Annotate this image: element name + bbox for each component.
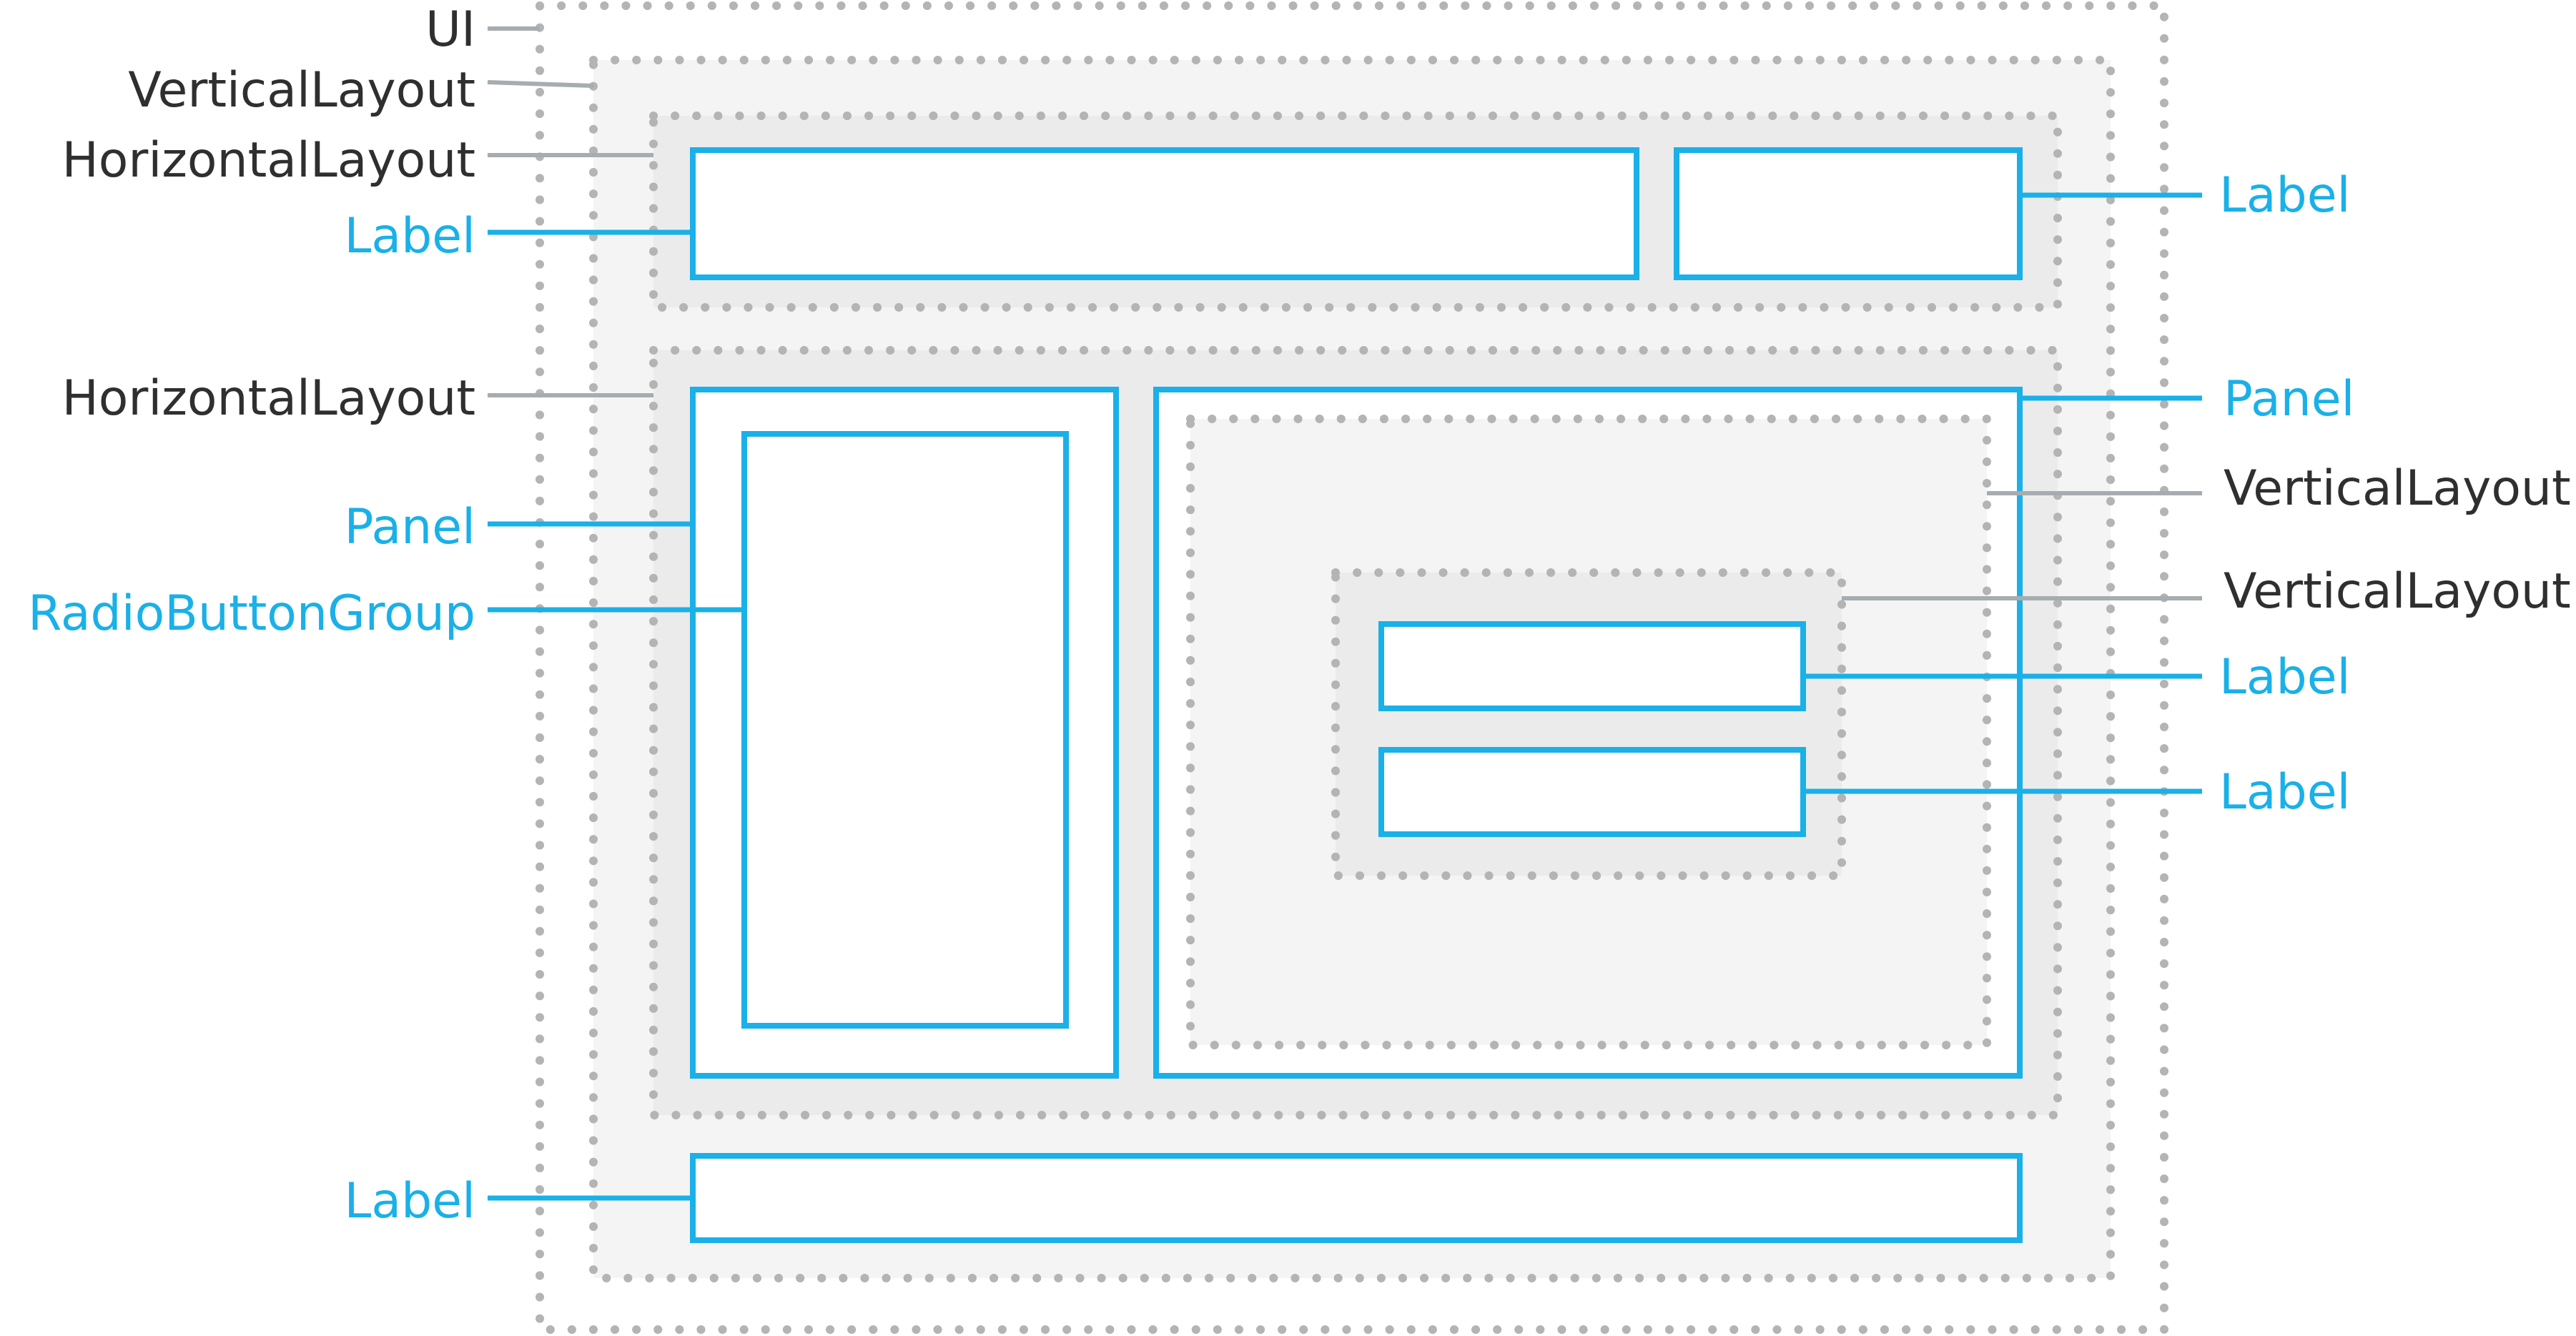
text-label-top-right: Label xyxy=(2219,167,2350,224)
text-vertical-layout-inner: VerticalLayout xyxy=(2224,563,2571,620)
text-horizontal-layout-top: HorizontalLayout xyxy=(62,132,475,189)
text-panel-left: Panel xyxy=(345,499,475,555)
radio-button-group-box xyxy=(741,431,1069,1029)
text-horizontal-layout-middle: HorizontalLayout xyxy=(62,370,475,427)
label-box-bottom xyxy=(690,1153,2023,1243)
text-ui: UI xyxy=(425,1,475,58)
vertical-layout-outer-border xyxy=(589,56,2115,1282)
label-box-top-left xyxy=(690,147,1639,280)
text-label-inner-1: Label xyxy=(2219,649,2350,706)
label-box-inner-2 xyxy=(1378,747,1806,837)
text-vertical-layout-panel: VerticalLayout xyxy=(2224,460,2571,517)
text-panel-right: Panel xyxy=(2224,371,2354,427)
text-label-bottom: Label xyxy=(345,1173,475,1229)
text-vertical-layout-outer: VerticalLayout xyxy=(128,62,475,119)
label-box-inner-1 xyxy=(1378,621,1806,711)
text-radio-button-group: RadioButtonGroup xyxy=(28,585,475,642)
vertical-layout-inner-border xyxy=(1331,568,1846,880)
horizontal-layout-middle-border xyxy=(649,346,2062,1119)
text-label-top-left: Label xyxy=(345,208,475,264)
text-label-inner-2: Label xyxy=(2219,764,2350,821)
connector-vertical-layout-outer xyxy=(487,80,594,88)
label-box-top-right xyxy=(1674,147,2023,280)
horizontal-layout-top-border xyxy=(649,112,2062,312)
